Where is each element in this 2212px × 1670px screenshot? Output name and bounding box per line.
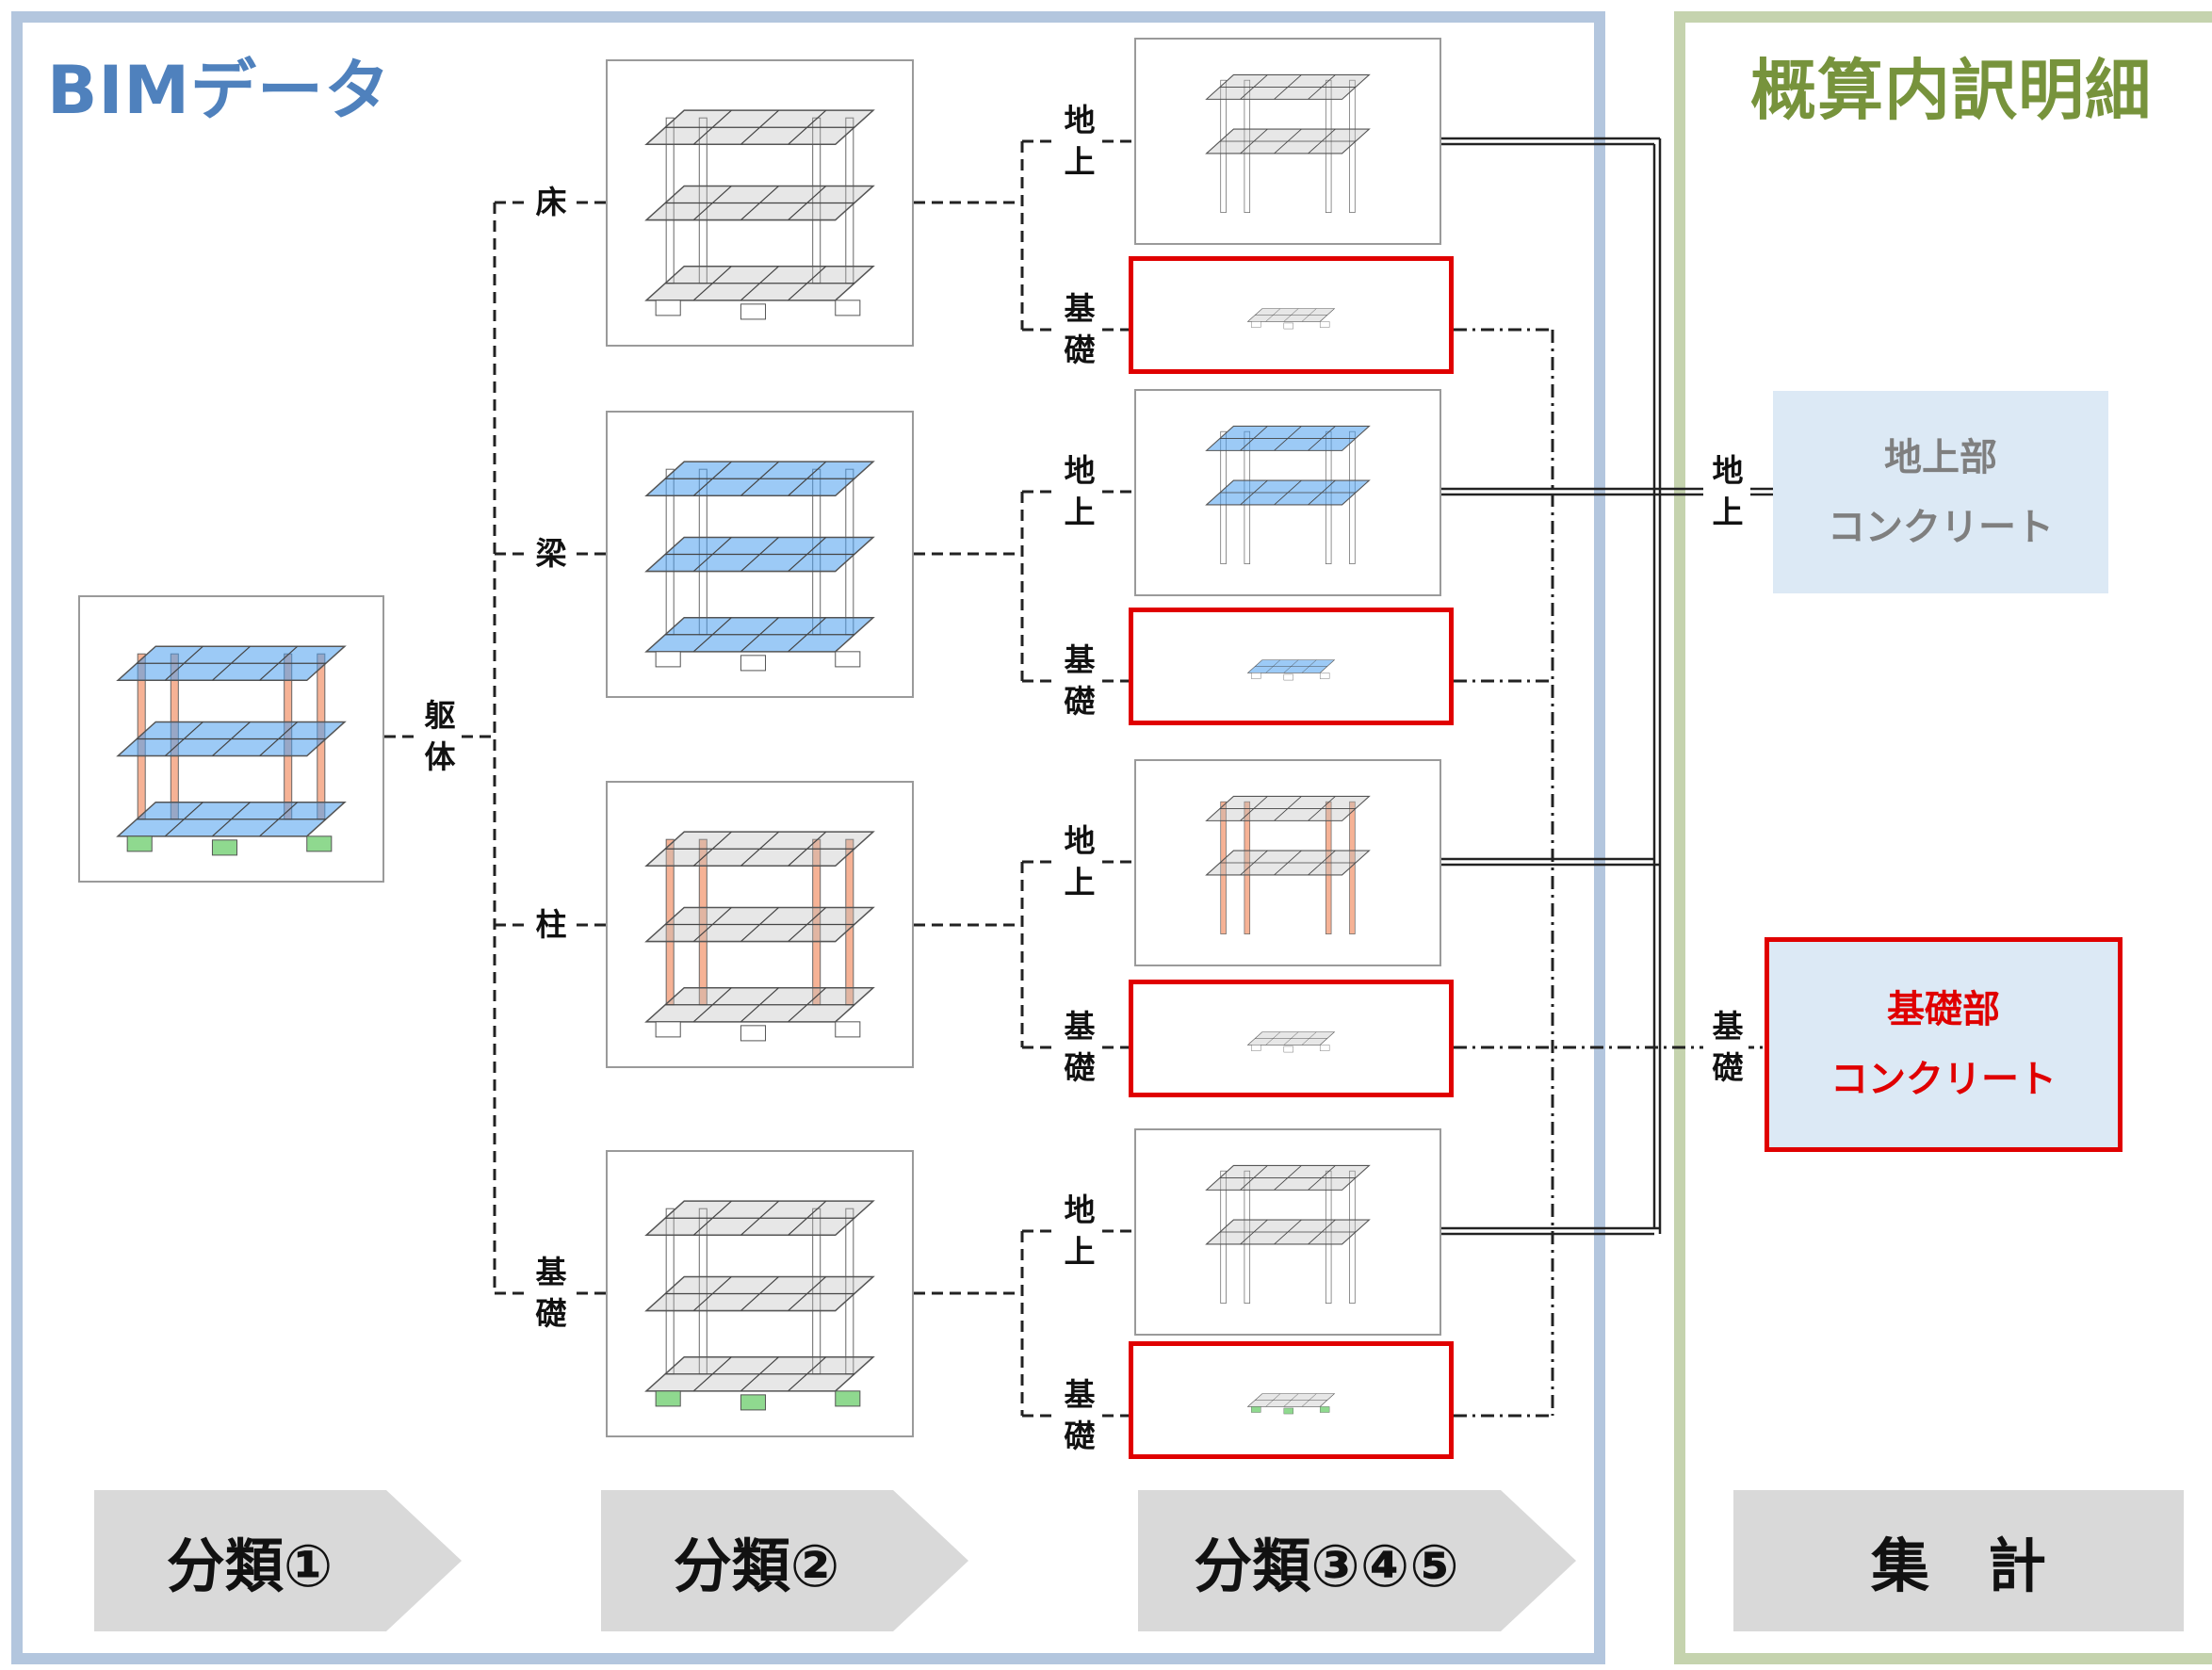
- model-foundation-drawing: [644, 1200, 875, 1411]
- label-above-4: 地上: [1059, 1190, 1100, 1273]
- aggregate-label-above: 地上: [1707, 450, 1748, 533]
- model-beam-above: [1134, 389, 1441, 596]
- model-beam-foundation-drawing: [1246, 659, 1336, 681]
- model-floor-foundation: [1129, 256, 1454, 374]
- model-floor-drawing: [644, 109, 875, 320]
- result-foundation-concrete: 基礎部 コンクリート: [1765, 937, 2123, 1152]
- model-column-above-drawing: [1205, 795, 1371, 934]
- step-label-3: 分類③④⑤: [1194, 1532, 1459, 1600]
- estimate-panel: [1674, 11, 2212, 1664]
- step-arrow-1: 分類①: [94, 1490, 462, 1631]
- label-foundation-4: 基礎: [1059, 1374, 1100, 1457]
- model-beam-drawing: [644, 461, 875, 672]
- label-floor: 床: [530, 182, 572, 223]
- model-floor-above: [1134, 38, 1441, 245]
- label-above-3: 地上: [1059, 820, 1100, 903]
- bim-title: BIMデータ: [47, 52, 392, 129]
- model-column-foundation-drawing: [1246, 1031, 1336, 1053]
- result-above-line1: 地上部: [1884, 435, 1997, 479]
- model-beam-above-drawing: [1205, 425, 1371, 564]
- step-arrow-3: 分類③④⑤: [1138, 1490, 1576, 1631]
- model-column: [606, 781, 914, 1068]
- model-column-above: [1134, 759, 1441, 966]
- step-arrow-2: 分類②: [601, 1490, 968, 1631]
- model-column-drawing: [644, 831, 875, 1042]
- step-label-1: 分類①: [166, 1532, 333, 1600]
- label-foundation-3: 基礎: [1059, 1006, 1100, 1089]
- result-foundation-line2: コンクリート: [1830, 1058, 2057, 1101]
- label-kutai: 躯体: [419, 695, 461, 778]
- model-beam: [606, 411, 914, 698]
- result-above-ground-concrete: 地上部 コンクリート: [1773, 391, 2108, 593]
- label-beam: 梁: [530, 533, 572, 575]
- result-foundation-line1: 基礎部: [1887, 988, 2000, 1031]
- step-label-4: 集 計: [1870, 1532, 2046, 1600]
- label-foundation: 基礎: [530, 1252, 572, 1335]
- model-foundation-foundation: [1129, 1341, 1454, 1459]
- model-foundation-above: [1134, 1128, 1441, 1336]
- model-full: [78, 595, 384, 883]
- model-foundation: [606, 1150, 914, 1437]
- estimate-title: 概算内訳明細: [1750, 52, 2152, 129]
- step-label-2: 分類②: [673, 1532, 840, 1600]
- label-foundation-2: 基礎: [1059, 640, 1100, 722]
- model-foundation-above-drawing: [1205, 1164, 1371, 1304]
- model-floor-foundation-drawing: [1246, 308, 1336, 330]
- label-above-1: 地上: [1059, 100, 1100, 183]
- model-floor: [606, 59, 914, 347]
- step-box-aggregate: 集 計: [1733, 1490, 2184, 1631]
- label-above-2: 地上: [1059, 450, 1100, 533]
- label-column: 柱: [530, 904, 572, 946]
- label-foundation-1: 基礎: [1059, 288, 1100, 371]
- aggregate-label-foundation: 基礎: [1707, 1006, 1748, 1089]
- model-beam-foundation: [1129, 608, 1454, 725]
- result-above-line2: コンクリート: [1828, 505, 2054, 549]
- model-foundation-foundation-drawing: [1246, 1393, 1336, 1415]
- model-floor-above-drawing: [1205, 73, 1371, 213]
- model-column-foundation: [1129, 980, 1454, 1097]
- model-full-drawing: [116, 645, 347, 856]
